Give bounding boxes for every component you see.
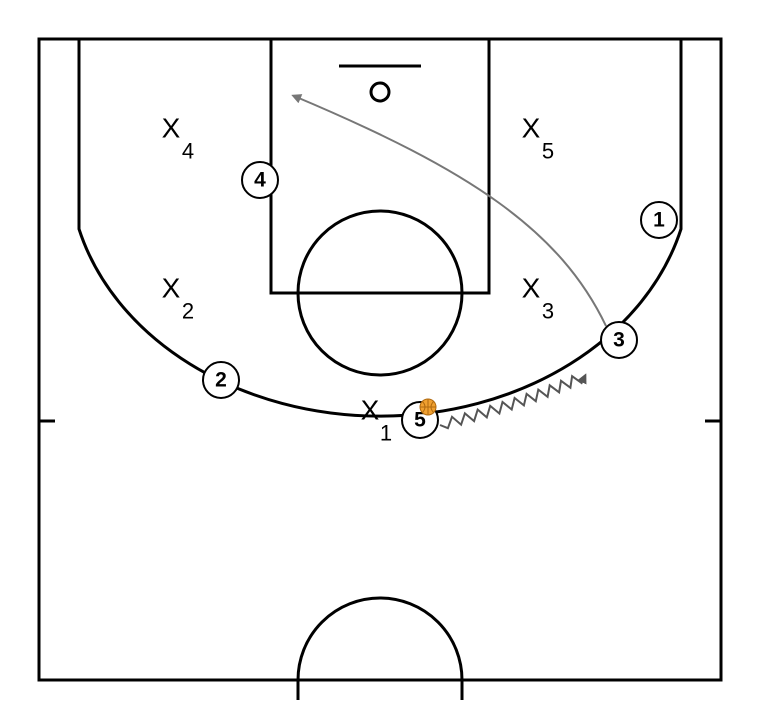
defense: X 1 X 2 X 3 X 4 X 5 — [162, 113, 554, 446]
defender-number: 2 — [182, 299, 194, 324]
defender-x5: X 5 — [522, 113, 554, 164]
defender-letter: X — [361, 395, 380, 426]
player-marker — [202, 361, 240, 399]
defender-number: 4 — [182, 139, 194, 164]
paint-lane — [269, 37, 491, 295]
center-circle-lower — [296, 680, 464, 700]
court-lines — [37, 37, 723, 700]
defender-x1: X 1 — [361, 395, 392, 446]
three-point-line — [77, 39, 683, 418]
cut-arrow-player-3 — [291, 94, 607, 327]
basketball-icon — [419, 398, 437, 416]
dribble-arrow-player-5 — [439, 373, 587, 430]
offense-player-4: 4 — [241, 161, 279, 199]
offense: 1 2 3 4 5 — [202, 161, 678, 439]
player-number: 3 — [613, 329, 625, 352]
free-throw-circle — [296, 209, 464, 377]
basket-rim — [369, 81, 391, 103]
offense-player-1: 1 — [640, 201, 678, 239]
offense-player-3: 3 — [600, 321, 638, 359]
defender-x3: X 3 — [522, 273, 554, 324]
player-number: 5 — [414, 409, 426, 432]
defender-number: 3 — [542, 299, 554, 324]
player-number: 2 — [215, 369, 227, 392]
player-number: 4 — [254, 169, 266, 192]
player-number: 1 — [653, 209, 665, 232]
player-marker — [640, 201, 678, 239]
player-marker — [600, 321, 638, 359]
defender-letter: X — [162, 113, 181, 144]
center-circle — [296, 596, 464, 681]
defender-letter: X — [522, 273, 541, 304]
actions — [291, 94, 607, 430]
offense-player-2: 2 — [202, 361, 240, 399]
player-marker — [241, 161, 279, 199]
defender-x2: X 2 — [162, 273, 194, 324]
defender-letter: X — [522, 113, 541, 144]
defender-x4: X 4 — [162, 113, 194, 164]
defender-number: 5 — [542, 139, 554, 164]
defender-number: 1 — [380, 421, 392, 446]
defender-letter: X — [162, 273, 181, 304]
